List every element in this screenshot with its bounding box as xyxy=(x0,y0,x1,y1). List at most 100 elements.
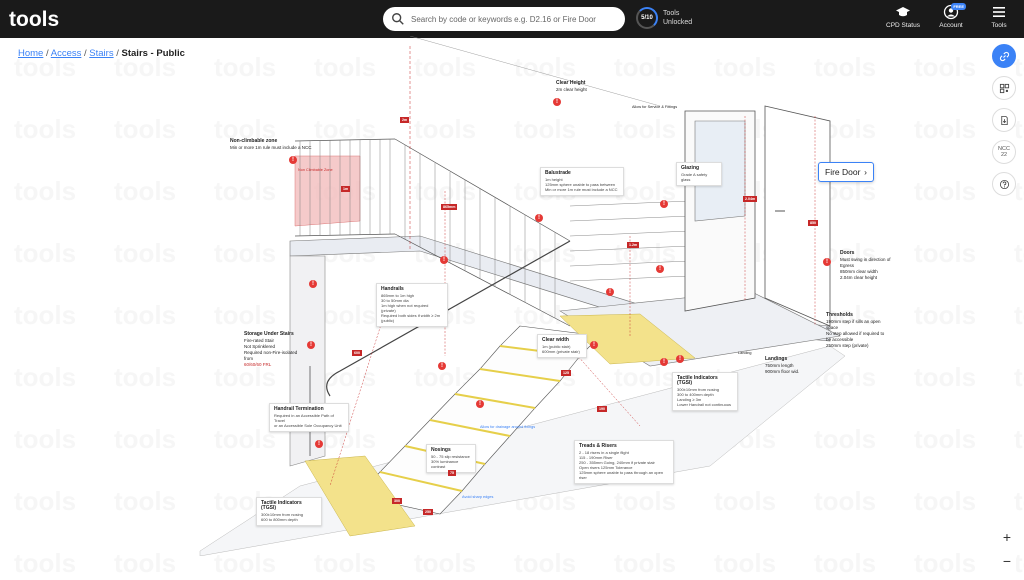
stair-warning-icon[interactable]: ! xyxy=(476,400,484,408)
tools-menu-button[interactable]: Tools xyxy=(980,4,1018,29)
clear-height-line1: 2m clear height xyxy=(556,87,587,92)
side-toolbar: NCC 22 xyxy=(992,44,1016,196)
link-button[interactable] xyxy=(992,44,1016,68)
treads-title: Treads & Risers xyxy=(579,443,617,449)
doors-warning-icon[interactable]: ! xyxy=(823,258,831,266)
thresholds-title: Thresholds xyxy=(826,312,853,318)
account-label: Account xyxy=(939,22,963,29)
top-nav: CPD Status FREE Account Tools xyxy=(884,3,1018,29)
doors-note: Doors Must swing in direction of Egress … xyxy=(840,250,898,281)
tgsi-bottom-card[interactable]: Tactile Indicators (TGSI) 300±10mm from … xyxy=(256,497,322,526)
balustrade-line3: Min or more 1m rule must include a NCC xyxy=(545,187,618,192)
handrails-line2: 30 to 50mm dia xyxy=(381,298,409,303)
export-button[interactable] xyxy=(992,108,1016,132)
handrail-termination-card[interactable]: Handrail Termination Required in an Acce… xyxy=(269,403,349,432)
free-badge: FREE xyxy=(951,3,966,10)
termination-warning-icon[interactable]: ! xyxy=(315,440,323,448)
landing-rails xyxy=(569,200,691,282)
progress-ring: 5/10 xyxy=(636,7,658,29)
top-bar: tools 5/10 Tools Unlocked CPD Status FRE… xyxy=(0,0,1024,38)
fire-door-label: Fire Door xyxy=(825,167,861,177)
zoom-in-button[interactable]: + xyxy=(998,528,1016,546)
doors-title: Doors xyxy=(840,250,855,256)
unlock-count: 5/10 xyxy=(641,15,653,21)
glazing-warning-icon[interactable]: ! xyxy=(660,200,668,208)
rail-end-warning-icon[interactable]: ! xyxy=(606,288,614,296)
drainage-note: Allow for drainage around fixings xyxy=(480,425,536,429)
tgsi-top-line2: 300 to 400mm depth xyxy=(677,392,714,397)
clear-height-title: Clear Height xyxy=(556,80,586,86)
qr-code-button[interactable] xyxy=(992,76,1016,100)
nosings-line1: 50 - 75 slip resistance xyxy=(431,454,470,459)
clear-width-card[interactable]: Clear width 1m (public stair) 600mm (pri… xyxy=(537,334,587,358)
export-file-icon xyxy=(1000,115,1008,125)
glazing-card[interactable]: Glazing Grade A safety glass xyxy=(676,162,722,186)
balustrade-card[interactable]: Balustrade 1m height 125mm sphere unable… xyxy=(540,167,624,196)
clear-height-note: Clear Height 2m clear height xyxy=(556,80,587,93)
dim-tag-nosing: 75 xyxy=(448,470,456,476)
tools-logo[interactable]: tools xyxy=(8,6,64,32)
tgsi-top-line4: Lower Handrail not continuous xyxy=(677,402,732,407)
treads-line4: Open risers 125mm Tolerance xyxy=(579,465,633,470)
tgsi-top-line1: 300±10mm from nosing xyxy=(677,387,719,392)
clear-height-warning-icon[interactable]: ! xyxy=(553,98,561,106)
landings-note: Landings 750mm length 900mm floor wid. xyxy=(765,356,799,375)
ncc-version-button[interactable]: NCC 22 xyxy=(992,140,1016,164)
search-bar[interactable] xyxy=(383,7,625,31)
unlock-label-2: Unlocked xyxy=(663,19,693,26)
svg-text:tools: tools xyxy=(9,8,59,30)
storage-note: Storage Under Stairs Fire-rated Stair No… xyxy=(244,331,304,368)
cpd-status-button[interactable]: CPD Status xyxy=(884,4,922,29)
landing-warning-icon[interactable]: ! xyxy=(440,256,448,264)
clear-width-line1: 1m (public stair) xyxy=(542,344,571,349)
storage-line1: Fire-rated Stair xyxy=(244,338,275,343)
fire-door-drawing[interactable] xyxy=(684,105,831,327)
treads-line1: 2 - 18 risers in a single flight xyxy=(579,450,629,455)
clear-width-line2: 600mm (private stair) xyxy=(542,349,580,354)
tgsi-top-line3: Landing ≥ 3m xyxy=(677,397,702,402)
handrail-height-warning-icon[interactable]: ! xyxy=(438,362,446,370)
tgsi-top-card[interactable]: Tactile Indicators (TGSI) 300±10mm from … xyxy=(672,372,738,411)
underside-warning-icon[interactable]: ! xyxy=(309,280,317,288)
clear-width-title: Clear width xyxy=(542,337,569,343)
tgsi-top-warning-icon[interactable]: ! xyxy=(660,358,668,366)
nosings-card[interactable]: Nosings 50 - 75 slip resistance 30% lumi… xyxy=(426,444,476,473)
treads-risers-card[interactable]: Treads & Risers 2 - 18 risers in a singl… xyxy=(574,440,674,484)
zoom-out-button[interactable]: − xyxy=(998,552,1016,570)
clear-width-warning-icon[interactable]: ! xyxy=(590,341,598,349)
unlock-label-1: Tools xyxy=(663,10,680,17)
rail-warning-icon[interactable]: ! xyxy=(656,265,664,273)
dim-tag-riser: 190 xyxy=(597,406,607,412)
non-climbable-title: Non-climbable zone xyxy=(230,138,278,144)
account-button[interactable]: FREE Account xyxy=(932,3,970,29)
storage-warning-icon[interactable]: ! xyxy=(307,341,315,349)
breadcrumb-home[interactable]: Home xyxy=(18,48,44,59)
non-climbable-warning-icon[interactable]: ! xyxy=(289,156,297,164)
graduation-cap-icon xyxy=(896,7,910,17)
dim-tag-balustrade-height: 1m xyxy=(341,186,351,192)
search-input[interactable] xyxy=(411,14,611,24)
breadcrumb-stairs[interactable]: Stairs xyxy=(89,48,114,59)
landing-edge-warning-icon[interactable]: ! xyxy=(676,355,684,363)
handrails-card[interactable]: Handrails 865mm to 1m high 30 to 50mm di… xyxy=(376,283,448,327)
dim-tag-open-riser: 125 xyxy=(561,370,571,376)
landing-label: Landing xyxy=(738,351,752,355)
tools-unlocked-indicator[interactable]: 5/10 Tools Unlocked xyxy=(636,7,692,29)
dim-tag-tgsi-setback: 300 xyxy=(392,498,402,504)
breadcrumb-access[interactable]: Access xyxy=(50,48,82,59)
help-button[interactable] xyxy=(992,172,1016,196)
help-icon xyxy=(999,179,1009,189)
handrails-title: Handrails xyxy=(381,286,404,292)
search-icon xyxy=(392,13,404,25)
storage-line2: Not Sprinklered xyxy=(244,344,276,349)
fire-door-button[interactable]: Fire Door › xyxy=(818,162,874,182)
termination-title: Handrail Termination xyxy=(274,406,324,412)
glazing-line1: Grade A safety glass xyxy=(681,172,708,182)
stair-diagram[interactable] xyxy=(190,36,850,556)
breadcrumb-separator: / xyxy=(116,48,119,59)
balustrade-warning-icon[interactable]: ! xyxy=(535,214,543,222)
non-climbable-line1: Min or more 1m rule must include a NCC xyxy=(230,145,312,150)
landings-line1: 750mm length xyxy=(765,363,794,368)
balustrade-title: Balustrade xyxy=(545,170,571,176)
balusters xyxy=(299,139,556,318)
